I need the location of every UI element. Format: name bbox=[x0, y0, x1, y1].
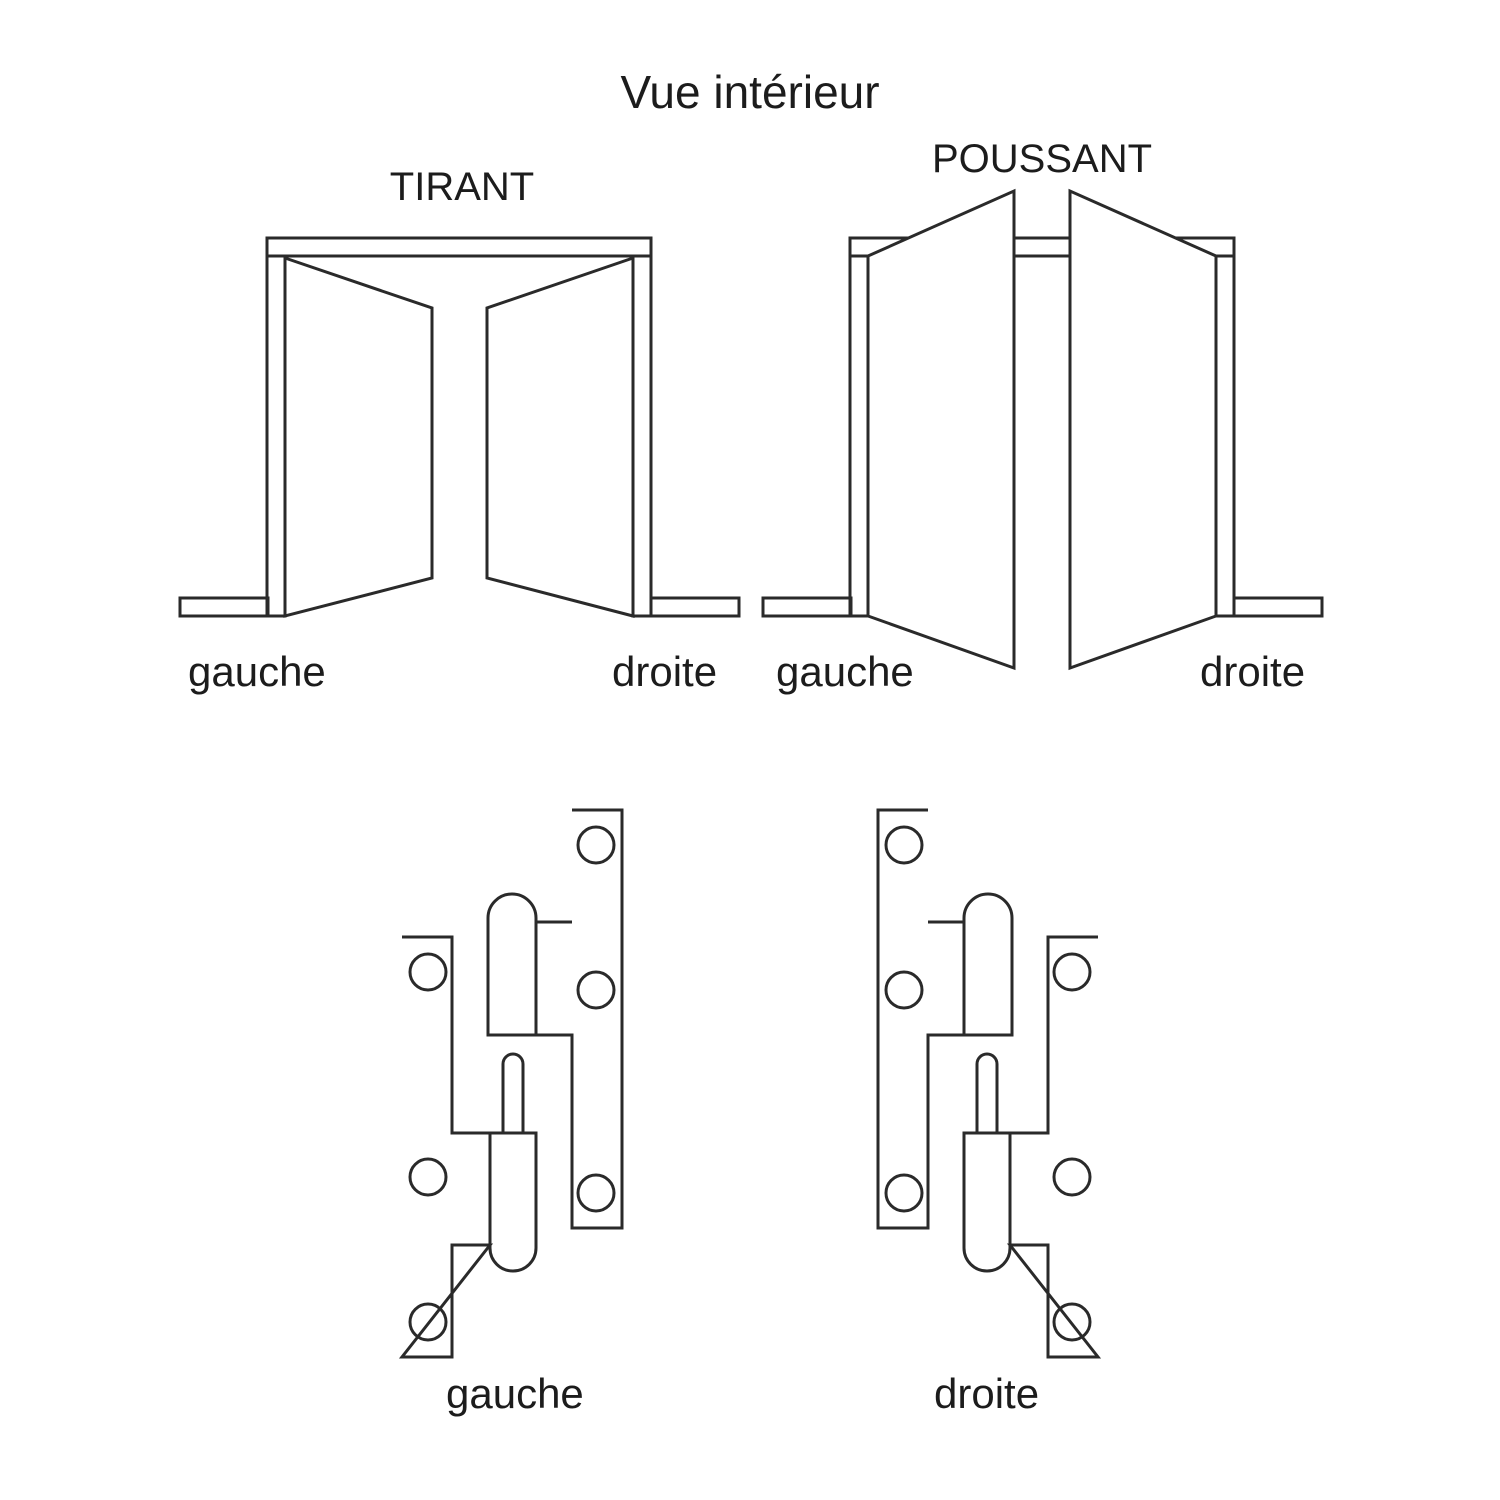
hinge-left-screw-hole bbox=[576, 825, 616, 865]
hinge-right-screw-hole bbox=[884, 1173, 924, 1213]
hinge-right-screw-hole bbox=[1052, 952, 1092, 992]
diagram-title: Vue intérieur bbox=[620, 66, 879, 118]
poussant-left-sill bbox=[761, 596, 853, 618]
poussant-left-label: gauche bbox=[776, 648, 914, 695]
hinge-left-screw-hole bbox=[576, 1173, 616, 1213]
hinge-right-lower-leaf bbox=[1006, 935, 1102, 1359]
tirant-right-leaf bbox=[485, 255, 635, 618]
hinge-right-label: droite bbox=[934, 1370, 1039, 1417]
hinge-right-screw-hole bbox=[1052, 1302, 1092, 1342]
hinge-left-lower-leaf bbox=[398, 935, 494, 1359]
hinge-left-pin-barrel bbox=[488, 1131, 538, 1273]
hinge-left-screw-hole bbox=[408, 1157, 448, 1197]
hinge-right-pin bbox=[975, 1052, 999, 1133]
hinge-left-upper-leaf bbox=[535, 808, 624, 1230]
poussant-door-illustration: POUSSANT gauche droite bbox=[761, 137, 1324, 695]
tirant-frame-header bbox=[265, 236, 653, 258]
hinge-left-screw-hole bbox=[408, 952, 448, 992]
tirant-frame-left-jamb bbox=[265, 238, 287, 618]
tirant-left-leaf bbox=[283, 255, 434, 618]
hinge-left-pin bbox=[501, 1052, 525, 1133]
hinge-right-upper-leaf bbox=[876, 808, 965, 1230]
hinge-right-screw-hole bbox=[884, 825, 924, 865]
poussant-label: POUSSANT bbox=[932, 137, 1152, 181]
hinge-right-screw-hole bbox=[884, 970, 924, 1010]
poussant-right-label: droite bbox=[1200, 648, 1305, 695]
hinge-left-screw-hole bbox=[576, 970, 616, 1010]
tirant-frame-right-jamb bbox=[631, 238, 653, 618]
tirant-label: TIRANT bbox=[390, 165, 534, 209]
hinge-right-knuckle bbox=[962, 892, 1014, 1037]
poussant-frame-left-jamb bbox=[848, 238, 870, 618]
tirant-left-label: gauche bbox=[188, 648, 326, 695]
tirant-left-sill bbox=[178, 596, 270, 618]
hinge-left-label: gauche bbox=[446, 1370, 584, 1417]
hinge-left-illustration: gauche bbox=[398, 808, 624, 1417]
hinge-left-knuckle bbox=[486, 892, 538, 1037]
hinge-left-screw-hole bbox=[408, 1302, 448, 1342]
poussant-right-sill bbox=[1232, 596, 1324, 618]
hinge-right-illustration bbox=[876, 808, 1102, 1359]
tirant-right-sill bbox=[649, 596, 741, 618]
hinge-right-screw-hole bbox=[1052, 1157, 1092, 1197]
poussant-left-leaf bbox=[866, 188, 1016, 671]
hinge-right-pin-barrel bbox=[962, 1131, 1012, 1273]
poussant-right-leaf bbox=[1068, 188, 1218, 671]
tirant-door-illustration: TIRANT gauche droite bbox=[178, 165, 741, 695]
tirant-right-label: droite bbox=[612, 648, 717, 695]
poussant-frame-right-jamb bbox=[1214, 238, 1236, 618]
